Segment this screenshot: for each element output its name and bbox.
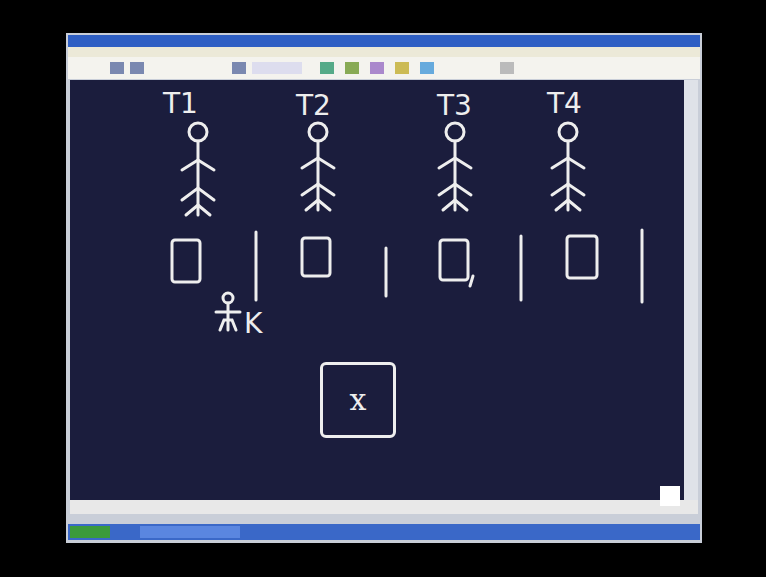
bar	[255, 232, 258, 300]
small-box	[302, 238, 330, 276]
status-strip	[70, 500, 698, 514]
start-button	[70, 526, 110, 538]
taskbar	[68, 524, 700, 540]
key-label: K	[244, 310, 262, 338]
person-label: T3	[437, 92, 472, 120]
small-box	[440, 240, 468, 280]
bar	[520, 236, 523, 300]
toolbar	[68, 57, 700, 79]
comma-mark	[470, 276, 473, 286]
small-figure	[216, 293, 240, 330]
stick-figure	[302, 123, 334, 210]
menu-bar	[68, 47, 700, 57]
person-label: T4	[547, 90, 582, 118]
stick-figures	[182, 123, 584, 215]
title-bar	[68, 35, 700, 47]
toolbar-icons	[110, 62, 514, 74]
stick-figure	[552, 123, 584, 210]
stick-figure	[439, 123, 471, 210]
window-frame	[66, 33, 702, 543]
person-label: T1	[163, 90, 198, 118]
slots	[172, 230, 642, 302]
canvas	[70, 80, 684, 500]
stick-figure	[182, 123, 214, 215]
person-label: T2	[296, 92, 331, 120]
value-box: x	[320, 362, 396, 438]
box-text: x	[350, 385, 367, 415]
bar	[385, 248, 388, 296]
small-box	[567, 236, 597, 278]
small-box	[172, 240, 200, 282]
page-marker	[660, 486, 680, 506]
bar	[641, 230, 644, 302]
task-button	[140, 526, 240, 538]
scrollbar	[684, 80, 698, 500]
